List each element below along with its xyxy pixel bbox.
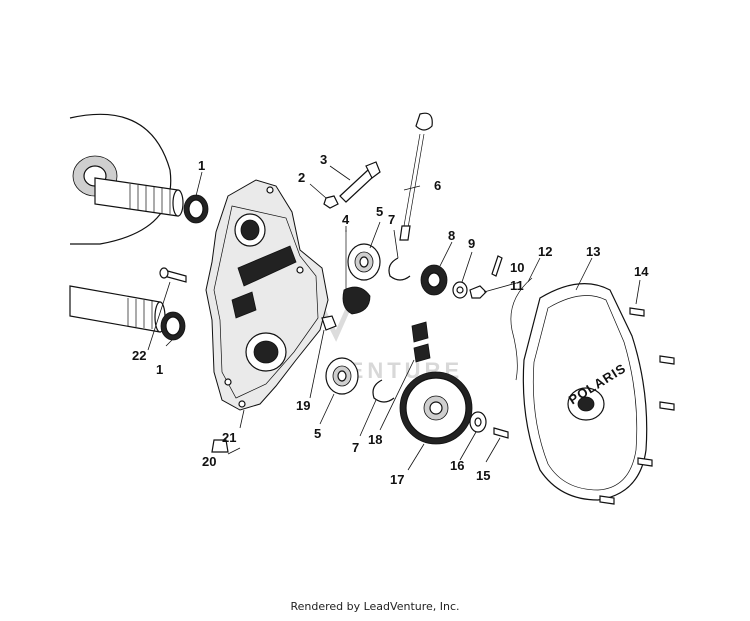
bolt-3 (339, 161, 381, 203)
callout-14: 14 (634, 264, 649, 279)
gasket-12 (510, 277, 533, 381)
snap-ring-7-upper (388, 257, 411, 281)
nut-19 (321, 315, 337, 331)
callout-7-lower: 7 (352, 440, 359, 455)
callout-17: 17 (390, 472, 404, 487)
callout-2: 2 (298, 170, 305, 185)
input-shaft (94, 177, 184, 217)
callout-22: 22 (132, 348, 146, 363)
callout-12: 12 (538, 244, 552, 259)
callout-10: 10 (510, 260, 524, 275)
bolts-14 (599, 307, 675, 505)
callout-8: 8 (448, 228, 455, 243)
callout-16: 16 (450, 458, 464, 473)
washer-16 (469, 411, 487, 433)
leader-lines (147, 165, 641, 471)
chaincase-cover-13: POLARIS (522, 283, 648, 501)
chaincase-housing (205, 179, 329, 411)
callout-11: 11 (510, 278, 524, 293)
callout-21: 21 (222, 430, 236, 445)
snap-ring-7-lower (372, 379, 395, 403)
drain-plug-20 (211, 439, 229, 453)
nut-2 (323, 195, 339, 209)
callout-labels: 1 1 2 3 4 5 5 6 7 7 8 9 10 11 12 13 14 1… (132, 152, 649, 487)
footer-credit: Rendered by LeadVenture, Inc. (290, 600, 460, 613)
callout-6: 6 (434, 178, 441, 193)
bolt-15 (493, 427, 509, 439)
callout-7: 7 (388, 212, 395, 227)
callout-4: 4 (342, 212, 350, 227)
bolt-22 (159, 267, 187, 283)
callout-9: 9 (468, 236, 475, 251)
callout-18: 18 (368, 432, 382, 447)
output-shaft (69, 285, 166, 333)
tensioner-4 (342, 230, 371, 315)
seal-1-lower (160, 311, 186, 341)
callout-15: 15 (476, 468, 490, 483)
bolt-10 (491, 255, 503, 277)
callout-20: 20 (202, 454, 216, 469)
bearing-5-upper (347, 243, 381, 281)
seal-1-upper (183, 194, 209, 224)
callout-1: 1 (198, 158, 205, 173)
dipstick-6 (399, 112, 433, 241)
chain-18 (411, 321, 431, 363)
sprocket-17 (399, 371, 473, 445)
callout-19: 19 (296, 398, 310, 413)
callout-5: 5 (376, 204, 383, 219)
nut-11 (469, 285, 487, 299)
callout-13: 13 (586, 244, 600, 259)
bearing-5-lower (325, 357, 359, 395)
drive-clutch (69, 113, 172, 245)
callout-5-lower: 5 (314, 426, 321, 441)
sprocket-8 (420, 264, 448, 296)
callout-1-lower: 1 (156, 362, 163, 377)
washer-9 (452, 281, 468, 299)
callout-3: 3 (320, 152, 327, 167)
